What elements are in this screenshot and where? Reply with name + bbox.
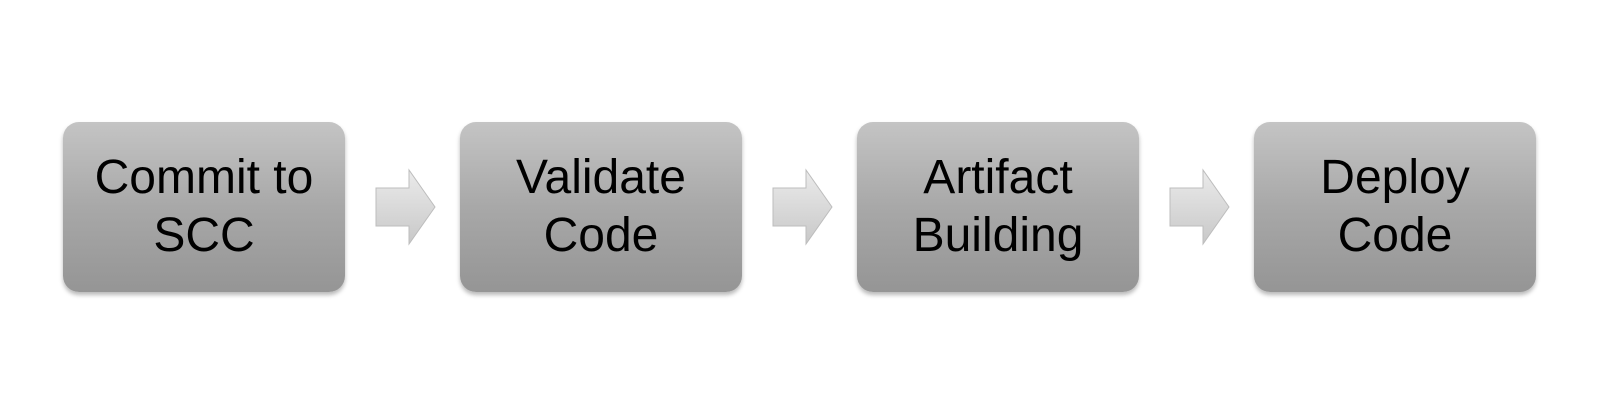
step-validate-code: Validate Code — [460, 122, 742, 292]
right-arrow-icon — [375, 168, 436, 246]
right-arrow-icon — [772, 168, 833, 246]
step-label: Commit to SCC — [94, 151, 314, 262]
right-arrow-icon — [1169, 168, 1230, 246]
step-label: Validate Code — [516, 151, 686, 262]
step-deploy-code: Deploy Code — [1254, 122, 1536, 292]
step-artifact-building: Artifact Building — [857, 122, 1139, 292]
step-label: Artifact Building — [912, 151, 1084, 262]
step-commit-to-scc: Commit to SCC — [63, 122, 345, 292]
step-label: Deploy Code — [1320, 151, 1470, 262]
